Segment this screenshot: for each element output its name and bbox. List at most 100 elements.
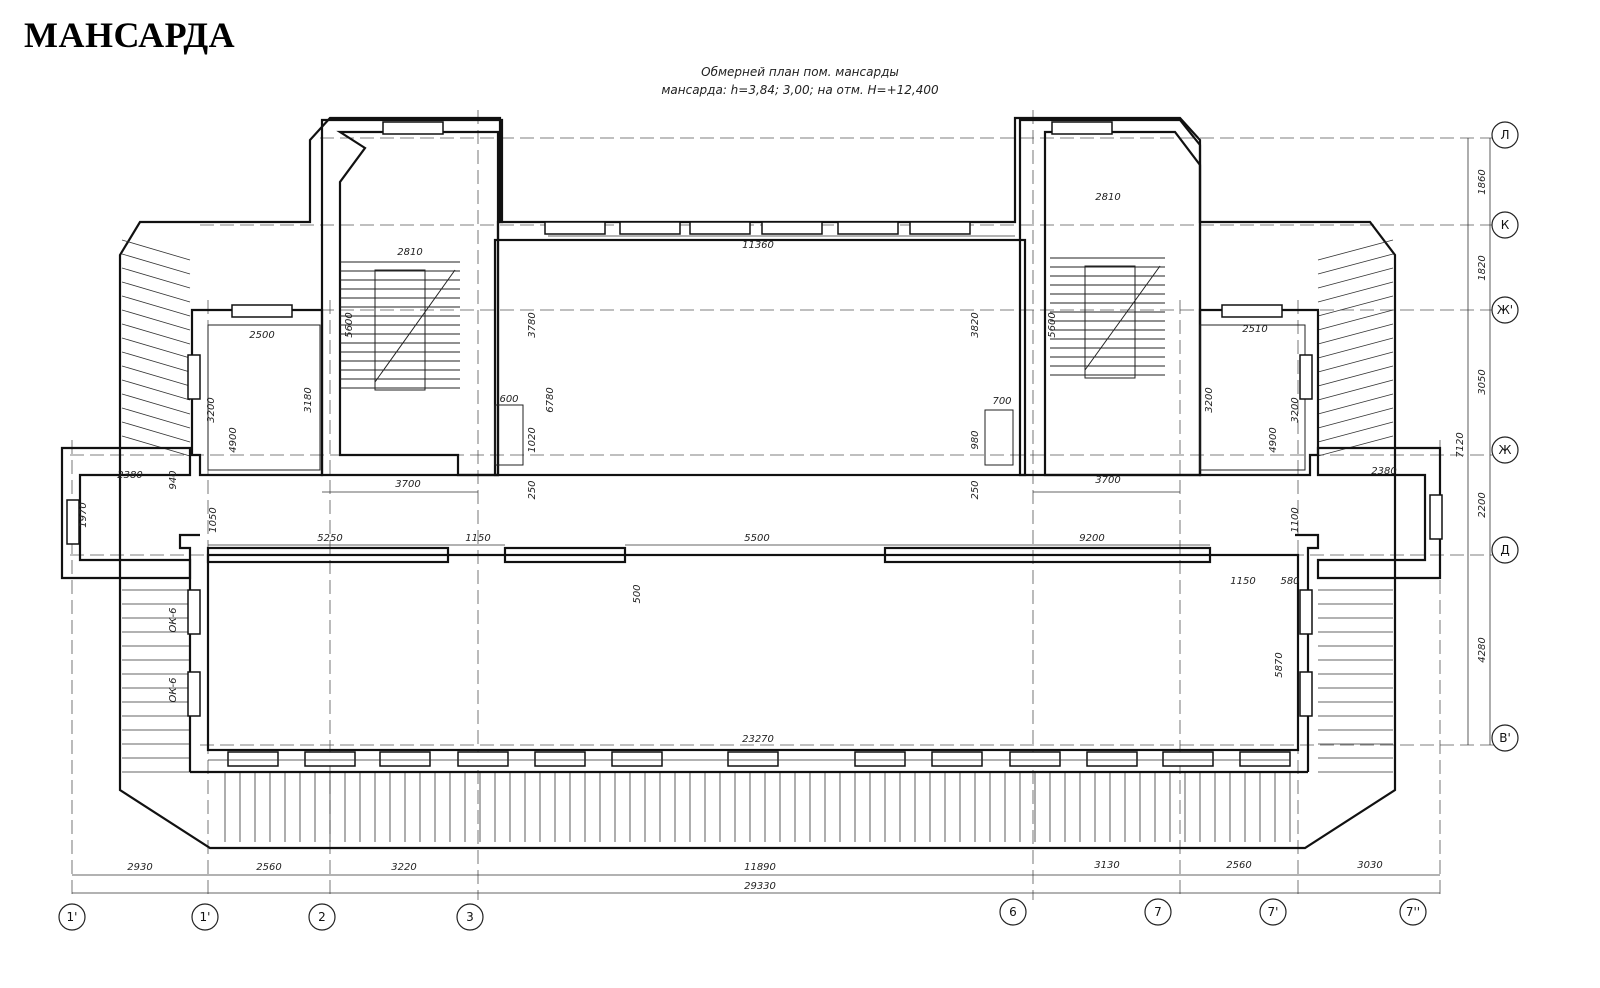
axis-bubble-horizontal: Л	[1491, 121, 1519, 149]
dim-250-left: 250	[527, 480, 538, 499]
window-frame	[837, 221, 899, 235]
right-staircase	[1050, 257, 1165, 379]
dim-2510: 2510	[1242, 324, 1267, 335]
axis-bubbles-horizontal: ЛКЖ'ЖДВ'	[1491, 121, 1519, 752]
window-frame	[1299, 589, 1313, 635]
axis-bubble-vertical: 3	[456, 903, 484, 931]
svg-text:7': 7'	[1268, 905, 1279, 919]
window-frame	[231, 304, 293, 318]
bottom-dimension-chain: 2930 2560 3220 11890 3130 2560 3030 2933…	[127, 860, 1382, 892]
axis-bubble-vertical: 2	[308, 903, 336, 931]
dim-600: 600	[499, 394, 518, 405]
dim-2380-right: 2380	[1371, 466, 1396, 477]
dim-1970: 1970	[78, 502, 89, 527]
window-frame	[304, 751, 356, 767]
roof-hatch-line	[121, 379, 191, 401]
window-frame	[379, 751, 431, 767]
window-frame	[1086, 751, 1138, 767]
roof-hatch-bottom	[224, 772, 1291, 842]
roof-hatch-line	[1317, 393, 1394, 415]
roof-hatch-line	[1317, 421, 1394, 443]
dim-5500: 5500	[744, 533, 769, 544]
roof-hatch-line	[1317, 323, 1394, 345]
dim-2500: 2500	[249, 330, 274, 341]
dim-23270: 23270	[742, 734, 774, 745]
roof-hatch-line	[121, 351, 191, 373]
dim-700: 700	[992, 396, 1011, 407]
svg-text:Л: Л	[1500, 128, 1509, 142]
window-frame	[187, 354, 201, 400]
dim-580: 580	[1280, 576, 1299, 587]
axis-bubbles-vertical: 1' 1' 2 3 6 7 7' 7''	[58, 898, 1427, 931]
windows	[66, 121, 1443, 767]
dim-2560-left: 2560	[256, 862, 281, 873]
roof-hatch-line	[1317, 379, 1394, 401]
window-frame	[611, 751, 663, 767]
window-frame	[854, 751, 906, 767]
axis-bubble-horizontal: В'	[1491, 724, 1519, 752]
dim-4900-right: 4900	[1268, 427, 1279, 452]
svg-text:1': 1'	[200, 910, 211, 924]
roof-hatch-line	[121, 253, 191, 275]
svg-text:7: 7	[1154, 905, 1162, 919]
window-frame	[382, 121, 444, 135]
dim-1020: 1020	[527, 427, 538, 452]
dim-1050: 1050	[208, 507, 219, 532]
dim-2930: 2930	[127, 862, 152, 873]
dim-7120: 7120	[1455, 432, 1466, 457]
roof-hatch-line	[1317, 267, 1394, 289]
roof-hatch-line	[1317, 239, 1394, 261]
roof-hatch-line	[121, 281, 191, 303]
dim-980: 980	[970, 430, 981, 449]
roof-hatch-left	[121, 239, 191, 773]
stair-well	[1084, 265, 1136, 379]
window-frame	[187, 589, 201, 635]
left-staircase	[340, 261, 460, 391]
axis-bubble-vertical: 7''	[1399, 898, 1427, 926]
dim-2810-right: 2810	[1095, 192, 1120, 203]
svg-text:6: 6	[1009, 905, 1017, 919]
window-frame	[1221, 304, 1283, 318]
dim-5600-left: 5600	[344, 312, 355, 337]
dim-3180: 3180	[303, 387, 314, 412]
svg-text:3: 3	[466, 910, 474, 924]
right-dimension-chain: 1860 1820 3050 2200 4280 7120	[1455, 169, 1488, 662]
window-frame	[187, 671, 201, 717]
roof-hatch-line	[1317, 435, 1394, 457]
axis-bubble-vertical: 1'	[58, 903, 86, 931]
svg-text:К: К	[1501, 218, 1510, 232]
dim-940: 940	[168, 470, 179, 489]
window-frame	[534, 751, 586, 767]
dim-2810-left: 2810	[397, 247, 422, 258]
dim-2380-left: 2380	[117, 470, 142, 481]
axis-bubble-horizontal: Д	[1491, 536, 1519, 564]
plan-note-line1: Обмерней план пом. мансарды	[701, 65, 899, 79]
svg-text:2: 2	[318, 910, 326, 924]
roof-hatch-line	[121, 309, 191, 331]
interior-dimensions: 11360 2810 2810 2500 2510 3700 3700 5600…	[78, 192, 1397, 745]
axis-bubble-vertical: 1'	[191, 903, 219, 931]
dim-5250: 5250	[317, 533, 342, 544]
stair-arrow	[1084, 265, 1161, 371]
dim-9200: 9200	[1079, 533, 1104, 544]
dim-250-right: 250	[970, 480, 981, 499]
window-label-1: ОК-6	[168, 608, 179, 633]
dimension-lines	[72, 138, 1491, 894]
dim-1150-right: 1150	[1230, 576, 1255, 587]
window-frame	[1299, 354, 1313, 400]
window-frame	[457, 751, 509, 767]
roof-hatch-line	[1317, 365, 1394, 387]
roof-hatch-line	[121, 365, 191, 387]
dim-1860: 1860	[1477, 169, 1488, 194]
dim-6780: 6780	[545, 387, 556, 412]
dim-3700-left: 3700	[395, 479, 420, 490]
window-frame	[689, 221, 751, 235]
axis-bubble-vertical: 7'	[1259, 898, 1287, 926]
dim-3820: 3820	[970, 312, 981, 337]
roof-hatch-line	[121, 421, 191, 443]
roof-hatch-line	[1317, 281, 1394, 303]
window-frame	[1299, 671, 1313, 717]
window-frame	[761, 221, 823, 235]
svg-text:7'': 7''	[1406, 905, 1420, 919]
stair-arrow	[374, 269, 456, 383]
